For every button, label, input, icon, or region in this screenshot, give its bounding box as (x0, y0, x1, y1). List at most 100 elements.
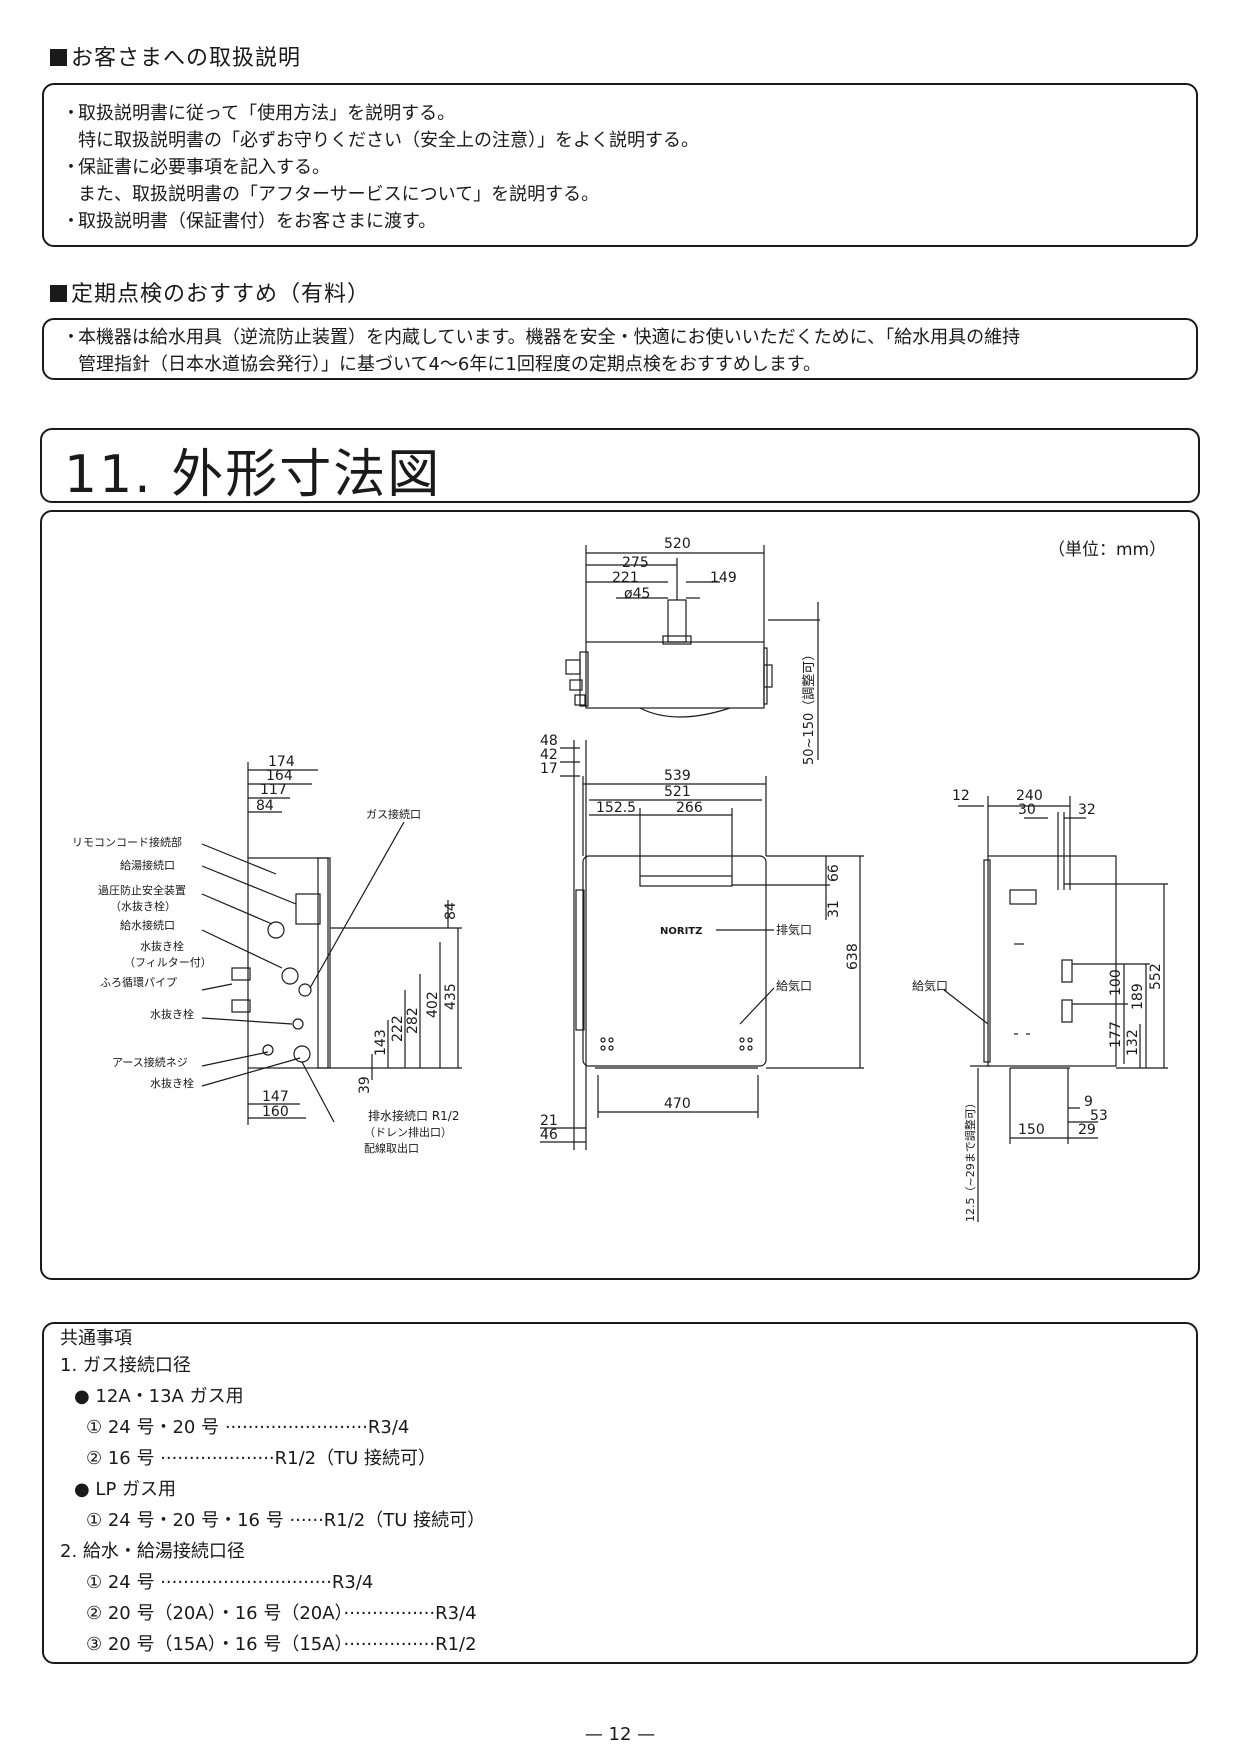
front-view-body (582, 855, 767, 1067)
notes-gas-lp-all: ① 24 号・20 号・16 号 ······R1/2（TU 接続可） (86, 1510, 486, 1531)
label-filter-note: （フィルター付） (124, 956, 212, 969)
dim-front-46: 46 (540, 1127, 558, 1143)
label-wiring-outlet: 配線取出口 (364, 1141, 419, 1155)
inspection-text: ・本機器は給水用具（逆流防止装置）を内蔵しています。機器を安全・快適にお使いいた… (62, 327, 1021, 348)
dim-left-side-222: 222 (390, 1015, 406, 1042)
dim-front-521: 521 (664, 784, 691, 800)
instruction-item-2-cont: また、取扱説明書の「アフターサービスについて」を説明する。 (78, 184, 600, 205)
dim-right-32: 32 (1078, 802, 1096, 818)
dim-left-147: 147 (262, 1089, 289, 1105)
dimension-drawing: （単位：mm） 520 275 221 149 ø45 50~150（調整可） … (72, 536, 1168, 1222)
dim-left-164: 164 (266, 768, 293, 784)
dim-right-189: 189 (1130, 983, 1146, 1010)
left-side-body (247, 857, 331, 1069)
instruction-item-1: ・取扱説明書に従って「使用方法」を説明する。 (62, 103, 456, 124)
inspection-box: ・本機器は給水用具（逆流防止装置）を内蔵しています。機器を安全・快適にお使いいた… (42, 318, 1198, 380)
section2-heading: 定期点検のおすすめ（有料） (50, 276, 370, 308)
dim-top-149: 149 (710, 570, 737, 586)
dim-right-leg-adjust: 12.5（~29まで調整可） (963, 1097, 977, 1222)
dim-right-12: 12 (952, 788, 970, 804)
dim-left-174: 174 (268, 754, 295, 770)
dim-right-552: 552 (1148, 963, 1164, 990)
label-drain-plug-note: （水抜き栓） (110, 899, 176, 913)
right-side-body (987, 855, 1117, 1067)
label-drain-plug-3: 水抜き栓 (150, 1076, 194, 1090)
dim-right-53: 53 (1090, 1108, 1108, 1124)
notes-water-20a: ② 20 号（20A）・16 号（20A）················R3/… (86, 1603, 477, 1624)
section1-heading: お客さまへの取扱説明 (50, 40, 301, 72)
dimension-drawing-box (40, 510, 1200, 1280)
instruction-box: ・取扱説明書に従って「使用方法」を説明する。 特に取扱説明書の「必ずお守りくださ… (42, 83, 1198, 247)
label-hot-water-outlet: 給湯接続口 (120, 858, 175, 872)
dim-front-21: 21 (540, 1113, 558, 1129)
notes-gas-heading: 1. ガス接続口径 (60, 1355, 191, 1376)
chapter-title: 11. 外形寸法図 (64, 445, 442, 505)
square-bullet-icon (50, 49, 67, 66)
chapter-title-box: 11. 外形寸法図 (40, 428, 1200, 505)
dim-left-side-84: 84 (443, 902, 459, 920)
dim-right-177: 177 (1108, 1021, 1124, 1048)
label-intake-right: 給気口 (912, 978, 948, 993)
instruction-item-1-cont: 特に取扱説明書の「必ずお守りください（安全上の注意）」をよく説明する。 (78, 130, 699, 151)
notes-water-15a: ③ 20 号（15A）・16 号（15A）················R1/… (86, 1634, 477, 1655)
notes-title: 共通事項 (60, 1328, 132, 1349)
instruction-item-3: ・取扱説明書（保証書付）をお客さまに渡す。 (62, 211, 437, 232)
label-drain-plug-1: 水抜き栓 (140, 939, 184, 953)
dim-right-100: 100 (1108, 969, 1124, 996)
dim-front-66: 66 (826, 864, 842, 882)
label-drain-note: （ドレン排出口） (364, 1125, 452, 1139)
inspection-text-cont: 管理指針（日本水道協会発行）」に基づいて4〜6年に1回程度の定期点検をおすすめし… (78, 354, 822, 375)
dim-right-29: 29 (1078, 1122, 1096, 1138)
square-bullet-icon (50, 285, 67, 302)
dim-right-9: 9 (1084, 1094, 1093, 1110)
label-exhaust: 排気口 (776, 922, 812, 937)
label-drain-outlet: 排水接続口 R1/2 (368, 1108, 459, 1123)
label-water-inlet: 給水接続口 (120, 918, 175, 932)
dim-left-side-143: 143 (373, 1029, 389, 1056)
dim-top-275: 275 (622, 555, 649, 571)
notes-gas-city-24-20: ① 24 号・20 号 ·························R3/… (86, 1417, 410, 1438)
dim-front-42: 42 (540, 747, 558, 763)
dim-front-17: 17 (540, 761, 558, 777)
dim-top-520: 520 (664, 536, 691, 552)
dim-top-vent-adjust: 50~150（調整可） (802, 648, 817, 765)
dim-left-117: 117 (260, 782, 287, 798)
dim-top-221: 221 (612, 570, 639, 586)
dim-right-240: 240 (1016, 788, 1043, 804)
notes-water-heading: 2. 給水・給湯接続口径 (60, 1541, 245, 1562)
dim-left-160: 160 (262, 1104, 289, 1120)
label-intake: 給気口 (776, 978, 812, 993)
notes-gas-lp: ● LP ガス用 (74, 1479, 177, 1500)
dim-front-470: 470 (664, 1096, 691, 1112)
dim-left-side-435: 435 (443, 983, 459, 1010)
dim-left-side-402: 402 (425, 991, 441, 1018)
notes-water-24: ① 24 号 ······························R3/… (86, 1572, 374, 1593)
dim-front-48: 48 (540, 733, 558, 749)
page-number: — 12 — (584, 1724, 656, 1745)
dim-front-152-5: 152.5 (596, 800, 636, 816)
dim-front-539: 539 (664, 768, 691, 784)
label-earth-screw: アース接続ネジ (112, 1055, 188, 1069)
label-remote-cord: リモコンコード接続部 (72, 835, 182, 849)
dim-right-150: 150 (1018, 1122, 1045, 1138)
common-notes-box: 共通事項 1. ガス接続口径 ● 12A・13A ガス用 ① 24 号・20 号… (42, 1322, 1198, 1664)
dim-front-266: 266 (676, 800, 703, 816)
label-bath-pipe: ふろ循環パイプ (100, 976, 177, 989)
brand-logo: NORITZ (660, 926, 702, 937)
label-drain-plug-2: 水抜き栓 (150, 1007, 194, 1021)
label-gas-inlet: ガス接続口 (366, 807, 421, 821)
notes-gas-city-16: ② 16 号 ····················R1/2（TU 接続可） (86, 1448, 437, 1469)
unit-label: （単位：mm） (1048, 540, 1166, 560)
dim-left-side-39: 39 (357, 1076, 373, 1094)
top-view-body (585, 641, 765, 709)
dim-right-30: 30 (1018, 802, 1036, 818)
label-pressure-relief: 過圧防止安全装置 (98, 883, 186, 897)
dim-left-84: 84 (256, 798, 274, 814)
dim-left-side-282: 282 (405, 1007, 421, 1034)
dim-front-638: 638 (845, 943, 861, 970)
instruction-item-2: ・保証書に必要事項を記入する。 (62, 157, 330, 178)
notes-gas-city: ● 12A・13A ガス用 (74, 1386, 244, 1407)
dim-front-31: 31 (826, 900, 842, 918)
dim-top-phi45: ø45 (624, 586, 650, 602)
dim-right-132: 132 (1125, 1029, 1141, 1056)
